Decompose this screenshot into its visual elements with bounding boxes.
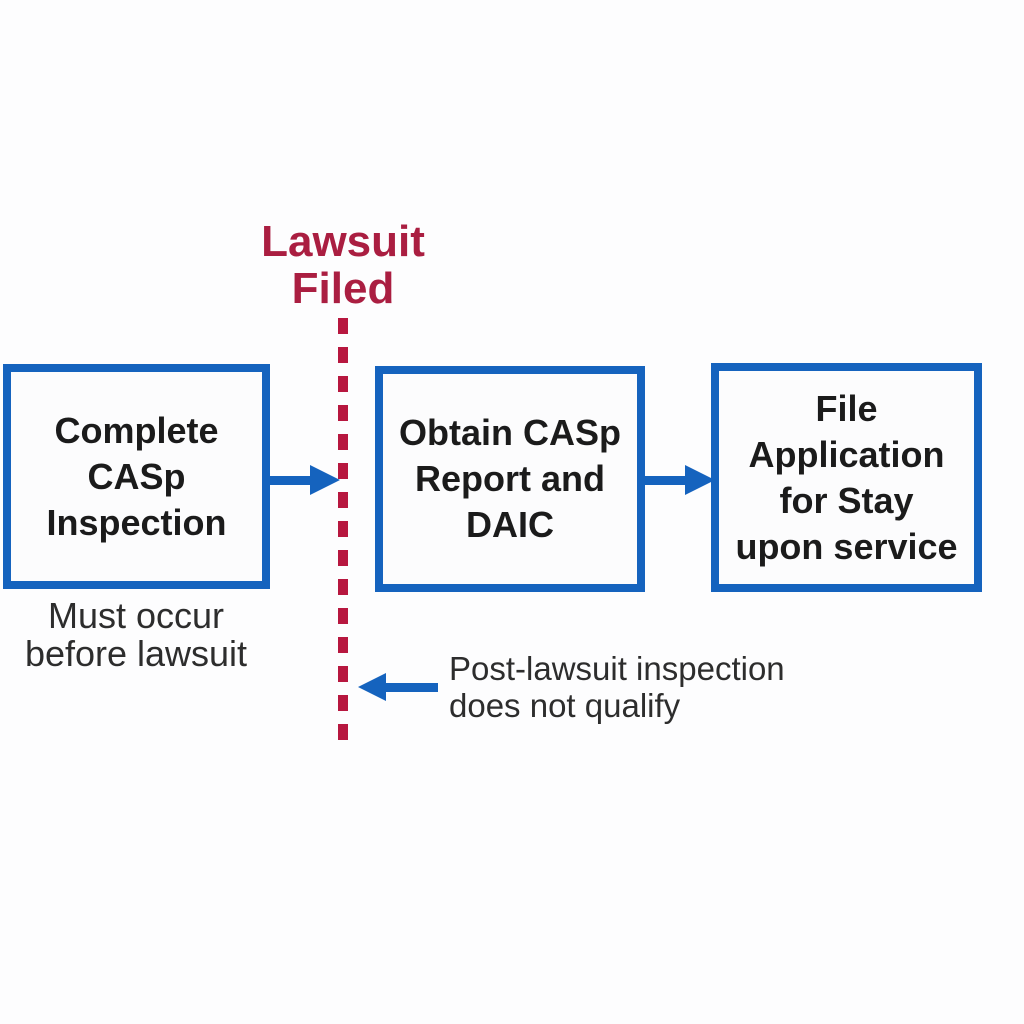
post-lawsuit-arrow-left-head-icon (358, 673, 386, 701)
step3-line3: for Stay (779, 479, 914, 521)
step1-line1: Complete (54, 409, 219, 451)
step-box-obtain-casp-report-daic-label: Obtain CASp Report and DAIC (399, 410, 621, 548)
lawsuit-filed-title: Lawsuit Filed (261, 218, 425, 312)
step-box-file-application-for-stay: File Application for Stay upon service (711, 363, 982, 592)
flow-arrow-2-right-icon (643, 476, 688, 485)
step-box-file-application-for-stay-label: File Application for Stay upon service (735, 386, 957, 570)
step-box-complete-casp-inspection: Complete CASp Inspection (3, 364, 270, 589)
step-box-obtain-casp-report-daic: Obtain CASp Report and DAIC (375, 366, 645, 592)
step2-line2: Report and (414, 458, 605, 499)
step2-line1: Obtain CASp (399, 412, 621, 453)
step1-line3: Inspection (46, 501, 227, 543)
post-lawsuit-note-line1: Post-lawsuit inspection (449, 650, 785, 687)
pre-lawsuit-note-line2: before lawsuit (24, 633, 248, 674)
post-lawsuit-arrow-left-icon (382, 683, 438, 692)
step2-line3: DAIC (466, 504, 554, 545)
step3-line4: upon service (735, 525, 958, 567)
pre-lawsuit-note-line1: Must occur (47, 595, 225, 636)
lawsuit-filed-divider-dashed-line (338, 318, 348, 746)
post-lawsuit-note-line2: does not qualify (449, 687, 681, 724)
post-lawsuit-note: Post-lawsuit inspection does not qualify (449, 650, 785, 724)
step-box-complete-casp-inspection-label: Complete CASp Inspection (46, 408, 226, 546)
flow-arrow-1-right-head-icon (310, 465, 340, 495)
flow-arrow-1-right-icon (268, 476, 313, 485)
lawsuit-filed-title-line1: Lawsuit (261, 217, 425, 266)
step1-line2: CASp (87, 455, 186, 497)
flow-arrow-2-right-head-icon (685, 465, 715, 495)
step3-line1: File (815, 387, 878, 429)
pre-lawsuit-note: Must occur before lawsuit (0, 597, 272, 673)
lawsuit-filed-title-line2: Filed (291, 264, 395, 313)
step3-line2: Application (748, 433, 945, 475)
